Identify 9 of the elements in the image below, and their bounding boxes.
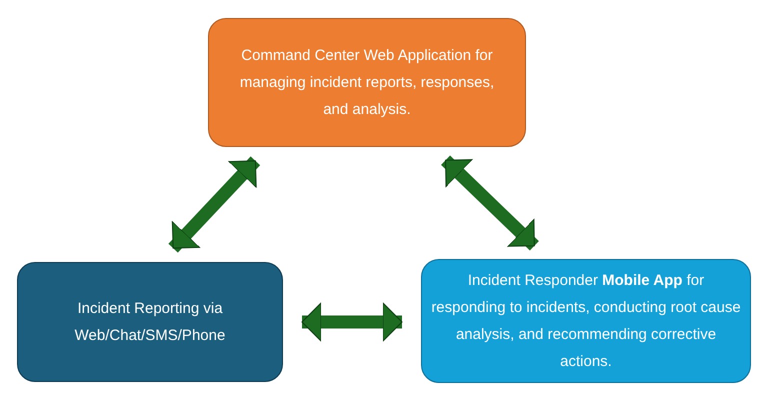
process-box — [208, 18, 526, 147]
double-arrow — [302, 302, 402, 342]
process-box — [17, 262, 283, 382]
double-arrow — [441, 156, 539, 250]
process-box — [421, 259, 751, 383]
box-text: Incident Reporting via Web/Chat/SMS/Phone — [74, 299, 226, 346]
double-arrow — [168, 156, 260, 253]
box-text: Command Center Web Application for managing incident reports, responses, and analysis. — [238, 46, 496, 120]
box-text: Incident Responder Mobile App for responding to incidents, conducting root cause analysis, and recommending corrective actions. — [430, 271, 742, 372]
